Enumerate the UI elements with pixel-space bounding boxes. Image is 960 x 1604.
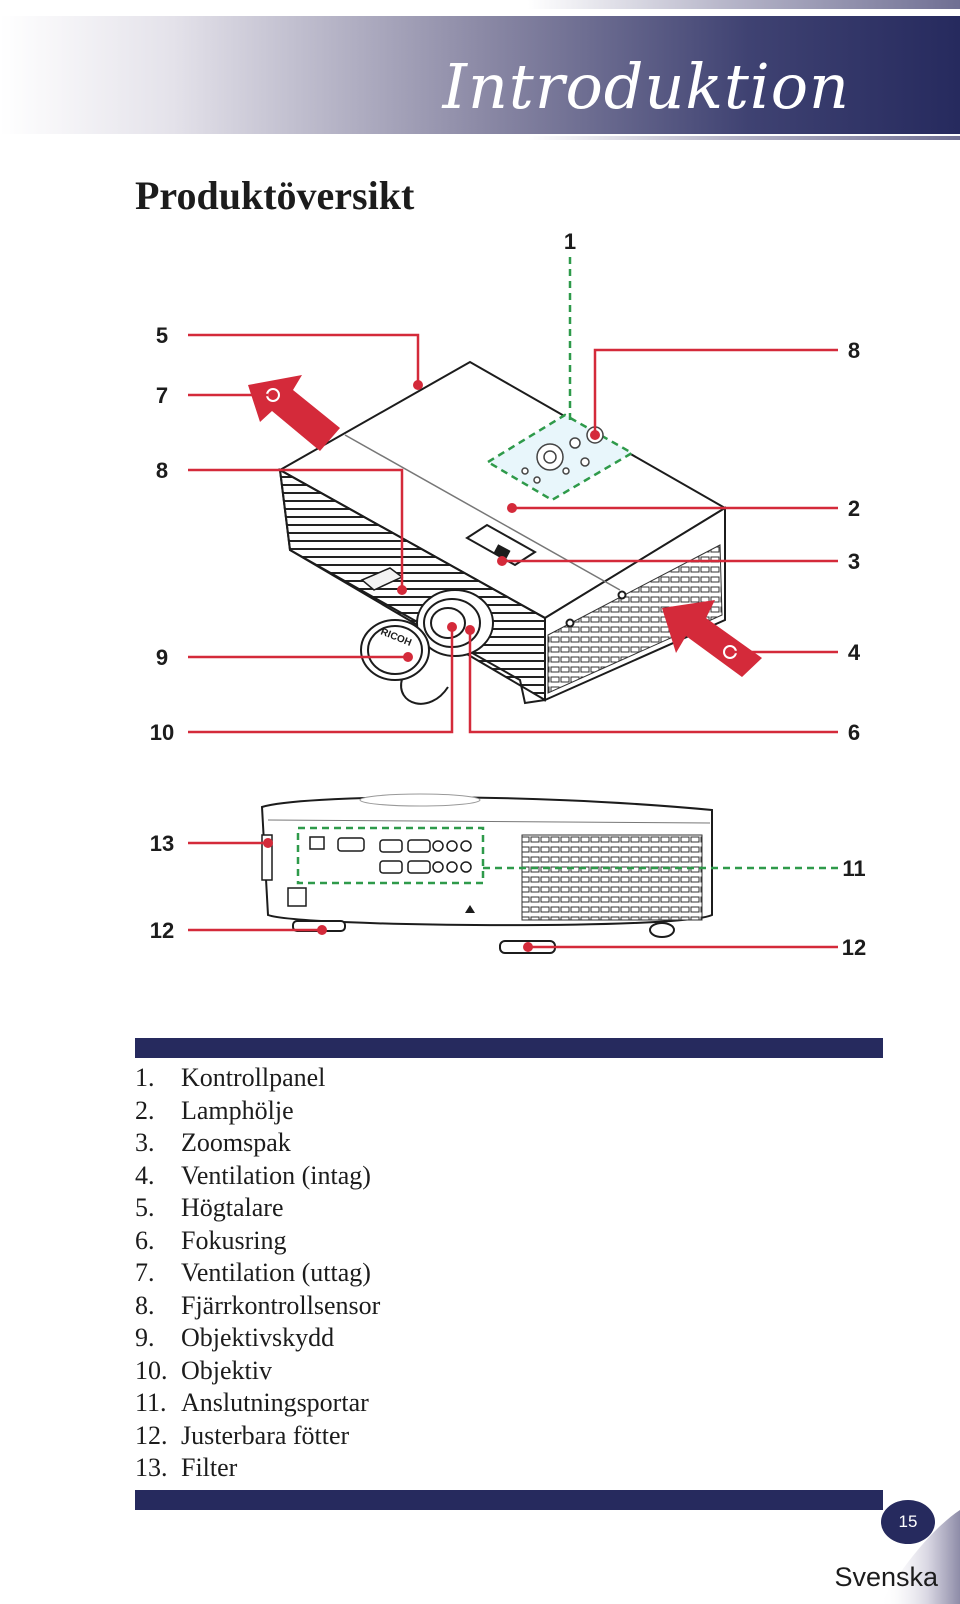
list-item: 10.Objektiv (135, 1355, 272, 1385)
callout-8-right: 8 (848, 338, 860, 363)
callout-6: 6 (848, 720, 860, 745)
projector-rear-view (260, 793, 713, 954)
list-item: 2.Lamphölje (135, 1095, 294, 1125)
callout-10: 10 (150, 720, 174, 745)
parts-list: 1.Kontrollpanel 2.Lamphölje 3.Zoomspak 4… (135, 1062, 380, 1485)
callout-9: 9 (156, 645, 168, 670)
list-item: 3.Zoomspak (135, 1128, 291, 1157)
list-item: 11.Anslutningsportar (135, 1388, 369, 1417)
product-diagram: RICOH (150, 229, 866, 960)
list-item: 7.Ventilation (uttag) (135, 1258, 371, 1287)
leader-lines (188, 333, 838, 949)
list-bottom-rule (135, 1490, 883, 1510)
leader-endpoints (263, 380, 600, 952)
list-item: 8.Fjärrkontrollsensor (135, 1290, 381, 1320)
list-item: 1.Kontrollpanel (135, 1063, 326, 1092)
list-item: 5.Högtalare (135, 1193, 284, 1222)
callout-3: 3 (848, 549, 860, 574)
callout-4: 4 (848, 640, 861, 665)
callout-8-left: 8 (156, 458, 168, 483)
section-title: Produktöversikt (135, 173, 415, 218)
list-item: 12.Justerbara fötter (135, 1420, 350, 1450)
callout-13: 13 (150, 831, 174, 856)
callout-5: 5 (156, 323, 168, 348)
projector-front-view (277, 360, 727, 705)
list-item: 6.Fokusring (135, 1225, 287, 1255)
list-item: 4.Ventilation (intag) (135, 1160, 371, 1190)
header-band (0, 0, 960, 140)
callout-11: 11 (842, 856, 865, 881)
language-label: Svenska (834, 1562, 938, 1592)
callout-12-left: 12 (150, 918, 174, 943)
callout-1: 1 (564, 229, 576, 254)
dashed-leader-lines (483, 257, 838, 870)
list-top-rule (135, 1038, 883, 1058)
exhaust-arrow (248, 375, 340, 451)
callout-12-right: 12 (842, 935, 866, 960)
header-title: Introduktion (442, 50, 850, 123)
callout-2: 2 (848, 496, 860, 521)
callout-7: 7 (156, 383, 168, 408)
footer-swoosh (880, 1510, 960, 1604)
list-item: 13.Filter (135, 1453, 238, 1482)
page-number: 15 (881, 1500, 935, 1544)
list-item: 9.Objektivskydd (135, 1323, 335, 1352)
